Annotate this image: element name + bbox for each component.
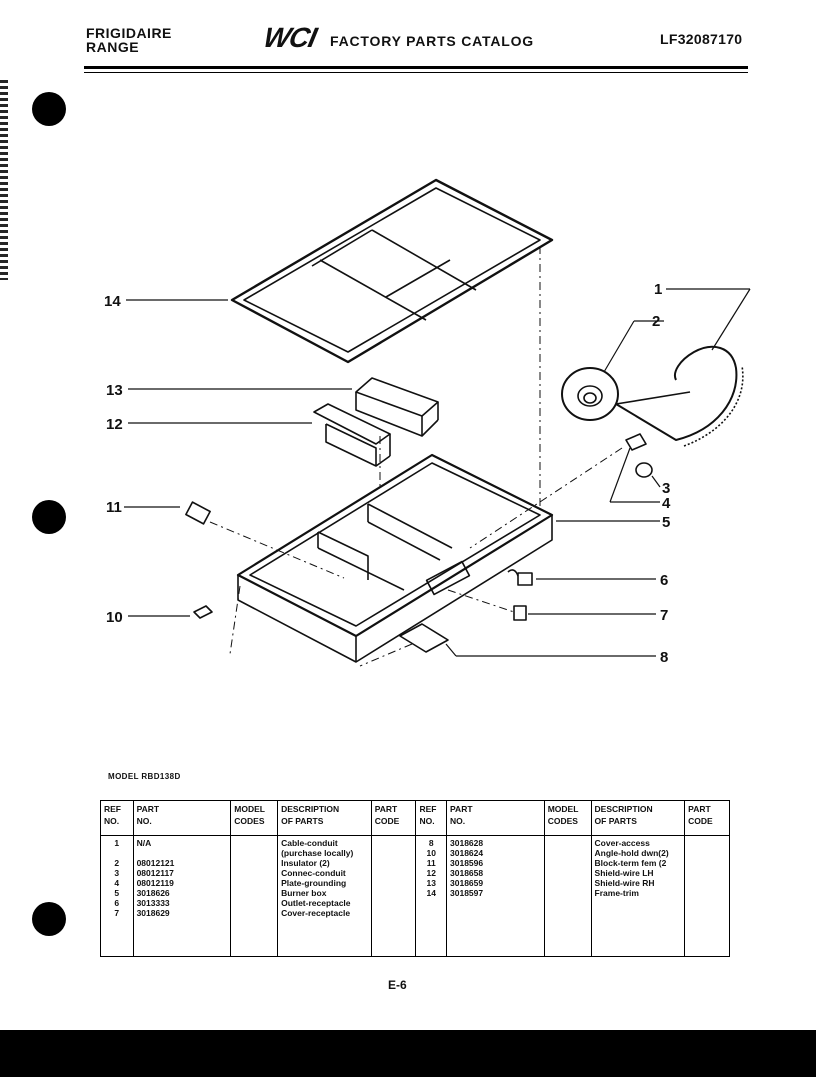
left-description-column: Cable-conduit(purchase locally)Insulator… [277,835,372,957]
callout-4: 4 [662,495,671,512]
catalog-title: FACTORY PARTS CATALOG [330,33,534,49]
shield-wire-rh-drawing [355,377,439,437]
scan-edge-marks [0,80,8,280]
cover-access-drawing [399,623,449,653]
catalog-number: LF32087170 [660,31,743,47]
shield-wire-lh-drawing [313,403,391,467]
product-line: RANGE [86,39,140,55]
cable-conduit-drawing [615,345,744,447]
scan-bottom-band [0,1030,816,1077]
angle-hold-down-drawing [193,605,213,619]
callout-8: 8 [660,649,668,666]
connector-conduit-drawing [635,462,653,478]
grounding-plate-drawing [625,433,647,451]
callout-12: 12 [106,416,123,433]
callout-6: 6 [660,572,668,589]
insulator-drawing [561,367,619,421]
callout-13: 13 [106,382,123,399]
model-label: MODEL RBD138D [108,772,181,781]
callout-3: 3 [662,480,670,497]
right-model-column [543,835,592,957]
right-code-column [684,835,730,957]
callout-1: 1 [654,281,662,298]
burner-box-drawing [236,453,554,663]
punch-hole-top [32,92,66,126]
callout-5: 5 [662,514,670,531]
callout-2: 2 [652,313,660,330]
frame-trim-drawing [230,178,554,364]
header-rule [84,66,748,69]
brand-block: FRIGIDAIRE RANGE [86,26,172,54]
left-code-column [370,835,417,957]
page-number: E-6 [388,978,407,992]
exploded-parts-diagram: 1 2 3 4 5 6 7 8 10 11 12 13 14 [104,178,751,667]
left-model-column [230,835,279,957]
terminal-block-drawing [185,501,211,525]
callout-7: 7 [660,607,668,624]
callout-14: 14 [104,293,121,310]
cover-receptacle-drawing [513,605,527,621]
header-rule-thin [84,72,748,73]
callout-10: 10 [106,609,123,626]
punch-hole-bottom [32,902,66,936]
punch-hole-middle [32,500,66,534]
outlet-receptacle-drawing [507,569,533,586]
brand-name: FRIGIDAIRE [86,25,172,41]
callout-11: 11 [106,499,122,516]
